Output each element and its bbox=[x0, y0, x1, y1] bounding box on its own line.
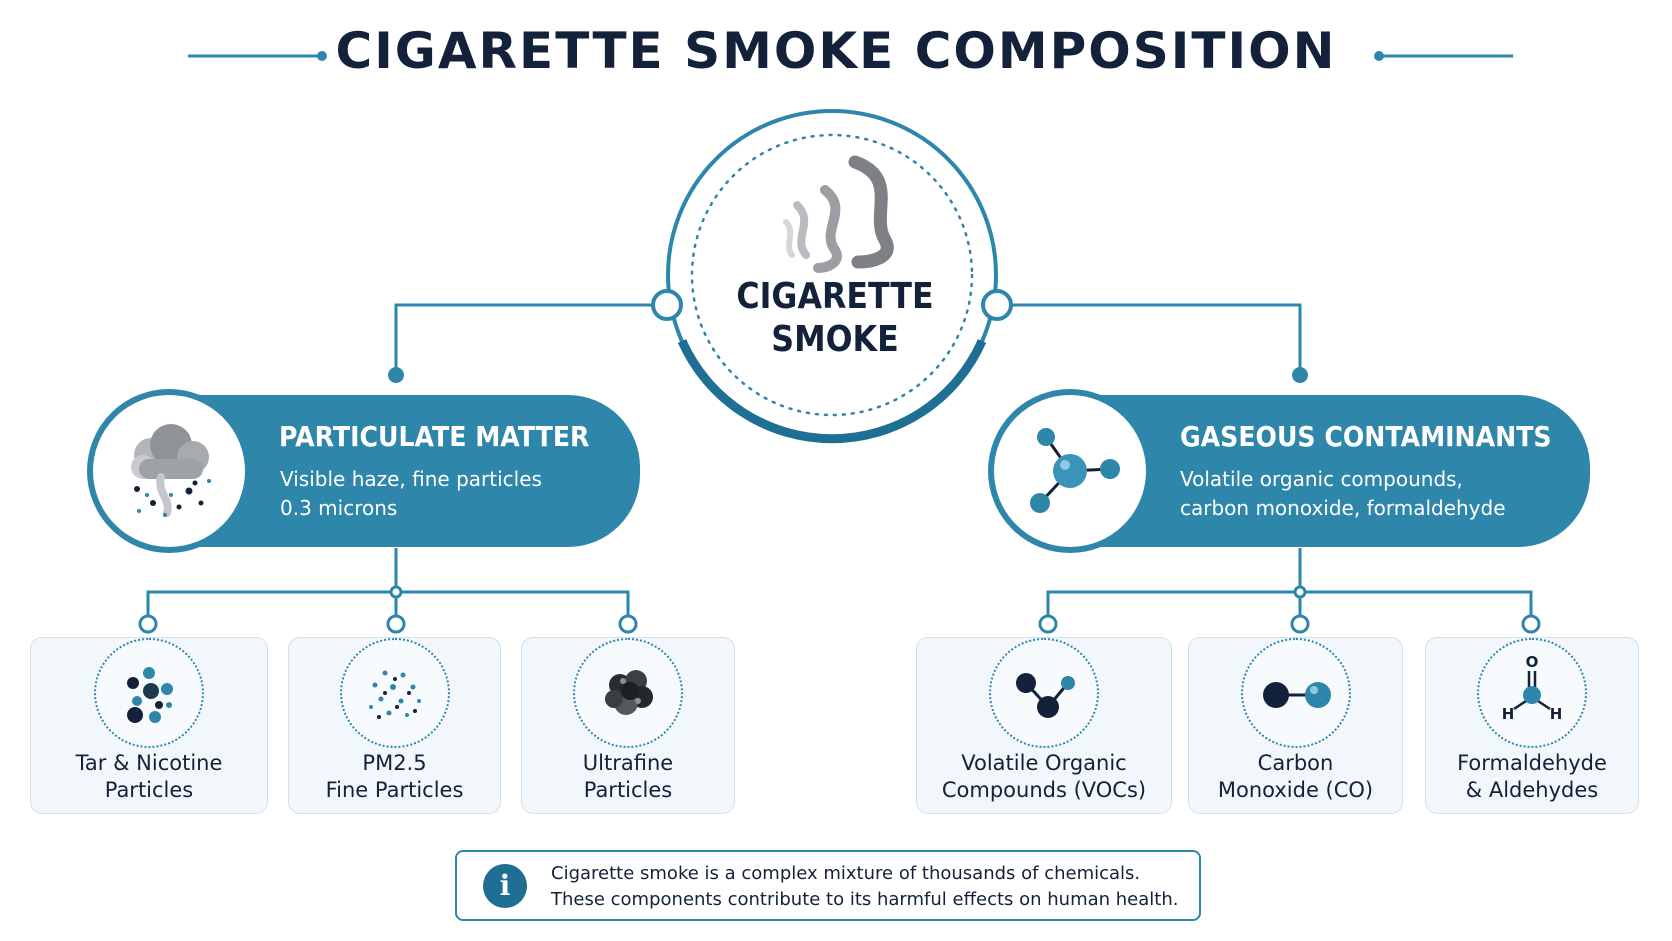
card-pm25: PM2.5 Fine Particles bbox=[288, 637, 501, 814]
card-formaldehyde: O H H Formaldehyde & Aldehydes bbox=[1425, 637, 1639, 814]
gaseous-contaminants-desc-line1: Volatile organic compounds, bbox=[1180, 467, 1463, 491]
card-icon-circle: O H H bbox=[1477, 638, 1587, 748]
info-text-line2: These components contribute to its harmf… bbox=[551, 889, 1179, 910]
particulate-matter-title: PARTICULATE MATTER bbox=[279, 420, 590, 453]
card-label-line1: Ultrafine bbox=[582, 751, 674, 775]
card-label-line1: Tar & Nicotine bbox=[75, 751, 223, 775]
oxygen-atom-label: O bbox=[1526, 653, 1539, 671]
card-icon-circle bbox=[1240, 638, 1351, 748]
gaseous-contaminants-title: GASEOUS CONTAMINANTS bbox=[1180, 420, 1552, 453]
card-label-line1: Carbon bbox=[1257, 751, 1334, 775]
molecule-icon bbox=[1030, 428, 1120, 513]
card-icon-circle bbox=[339, 638, 450, 748]
info-text: Cigarette smoke is a complex mixture of … bbox=[551, 861, 1178, 913]
card-icon-circle bbox=[94, 638, 204, 748]
card-label-line1: Formaldehyde bbox=[1457, 751, 1607, 775]
card-label: Carbon Monoxide (CO) bbox=[1189, 750, 1402, 804]
voc-molecule-icon bbox=[1016, 673, 1075, 718]
card-label-line2: & Aldehydes bbox=[1465, 778, 1599, 802]
info-icon: i bbox=[483, 864, 527, 908]
card-icon-circle bbox=[573, 638, 683, 748]
gaseous-contaminants-banner bbox=[1065, 395, 1590, 547]
card-label-line2: Particles bbox=[104, 778, 194, 802]
info-text-line1: Cigarette smoke is a complex mixture of … bbox=[551, 863, 1141, 884]
card-label-line2: Compounds (VOCs) bbox=[941, 778, 1147, 802]
card-label-line2: Fine Particles bbox=[325, 778, 464, 802]
formaldehyde-molecule-icon: O H H bbox=[1502, 653, 1563, 723]
center-label: CIGARETTE SMOKE bbox=[734, 275, 936, 361]
smoke-icon bbox=[783, 155, 894, 273]
hydrogen-atom-label-left: H bbox=[1502, 705, 1515, 723]
fine-particles-icon bbox=[368, 670, 421, 719]
gaseous-contaminants-desc-line2: carbon monoxide, formaldehyde bbox=[1180, 496, 1506, 520]
center-label-line1: CIGARETTE bbox=[736, 276, 934, 317]
card-label: Ultrafine Particles bbox=[522, 750, 734, 804]
tar-nicotine-icon bbox=[127, 667, 173, 723]
hydrogen-atom-label-right: H bbox=[1550, 705, 1563, 723]
ultrafine-particles-icon bbox=[605, 670, 653, 715]
card-tar-nicotine: Tar & Nicotine Particles bbox=[30, 637, 268, 814]
page-title: CIGARETTE SMOKE COMPOSITION bbox=[335, 22, 1337, 80]
cloud-particles-icon bbox=[131, 424, 211, 517]
card-label: Volatile Organic Compounds (VOCs) bbox=[917, 750, 1171, 804]
card-label: PM2.5 Fine Particles bbox=[289, 750, 500, 804]
co-molecule-icon bbox=[1262, 682, 1331, 708]
particulate-matter-desc-line1: Visible haze, fine particles bbox=[280, 467, 542, 491]
card-icon-circle bbox=[989, 638, 1099, 748]
card-vocs: Volatile Organic Compounds (VOCs) bbox=[916, 637, 1172, 814]
card-carbon-monoxide: Carbon Monoxide (CO) bbox=[1188, 637, 1403, 814]
card-label-line1: PM2.5 bbox=[362, 751, 427, 775]
card-label: Formaldehyde & Aldehydes bbox=[1426, 750, 1638, 804]
particulate-matter-icon-circle bbox=[87, 389, 251, 553]
gaseous-contaminants-icon-circle bbox=[988, 389, 1152, 553]
particulate-matter-desc-line2: 0.3 microns bbox=[280, 496, 398, 520]
info-box: i Cigarette smoke is a complex mixture o… bbox=[455, 850, 1201, 921]
center-hub bbox=[651, 109, 1013, 444]
card-label: Tar & Nicotine Particles bbox=[31, 750, 267, 804]
card-label-line2: Monoxide (CO) bbox=[1217, 778, 1374, 802]
card-label-line2: Particles bbox=[583, 778, 673, 802]
card-label-line1: Volatile Organic bbox=[961, 751, 1127, 775]
center-label-line2: SMOKE bbox=[771, 319, 899, 360]
card-ultrafine: Ultrafine Particles bbox=[521, 637, 735, 814]
